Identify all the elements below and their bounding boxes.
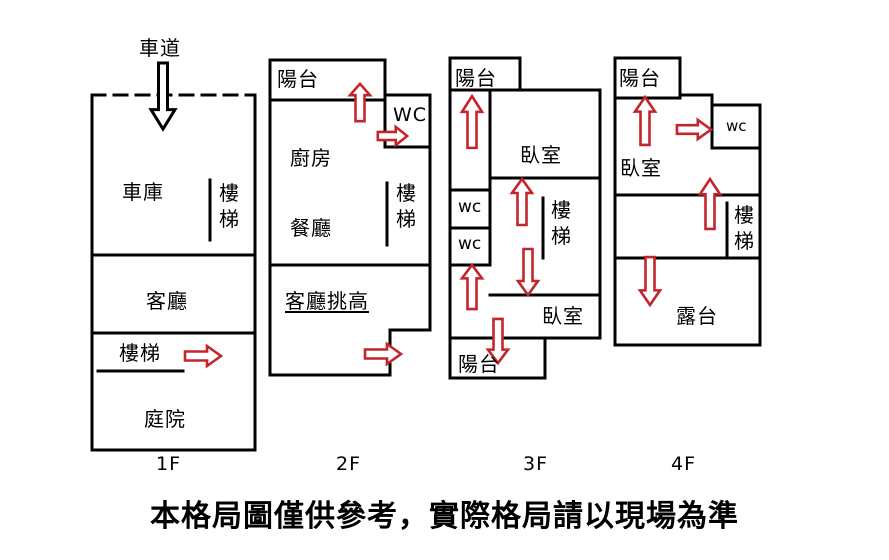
arrow-up-icon: [634, 96, 656, 146]
arrow-down-icon: [487, 318, 509, 364]
floor-4f-walls: [613, 56, 762, 347]
room-label-yard: 庭院: [144, 407, 186, 431]
room-label-wc: wc: [458, 234, 482, 254]
floor-label-3f: 3F: [523, 453, 549, 475]
room-label-balcony: 陽台: [458, 352, 500, 376]
arrow-up-icon: [511, 178, 533, 226]
arrow-right-icon: [364, 343, 402, 365]
room-label-stairs: 樓梯: [219, 181, 239, 231]
arrow-down-icon: [517, 248, 539, 296]
room-label-bedroom: 臥室: [542, 304, 584, 328]
room-label-balcony: 陽台: [619, 66, 661, 90]
room-label-bedroom: 臥室: [520, 143, 562, 167]
room-label-wc: wc: [726, 117, 747, 135]
room-label-living: 客廳: [146, 289, 188, 313]
room-label-wc: wc: [458, 197, 482, 217]
room-label-garage: 車庫: [122, 180, 164, 204]
room-label-dining: 餐廳: [290, 216, 332, 240]
room-label-wc: WC: [393, 104, 428, 126]
room-label-stairs: 樓梯: [734, 203, 754, 253]
floor-label-4f: 4F: [671, 453, 697, 475]
disclaimer-text: 本格局圖僅供參考，實際格局請以現場為準: [150, 499, 739, 534]
room-label-living-double-height: 客廳挑高: [285, 289, 369, 313]
room-label-balcony: 陽台: [455, 66, 497, 90]
arrow-right-icon: [676, 119, 712, 140]
floor-1f-walls: [90, 93, 257, 452]
arrow-up-icon: [349, 83, 371, 122]
floor-label-2f: 2F: [336, 453, 362, 475]
floor-2f-walls: [268, 58, 432, 377]
arrow-up-icon: [461, 95, 483, 149]
arrow-right-icon: [377, 126, 408, 146]
arrow-up-icon: [699, 178, 721, 230]
room-label-balcony: 陽台: [277, 67, 319, 91]
room-label-stairs: 樓梯: [396, 181, 416, 231]
room-label-stairs: 樓梯: [119, 341, 161, 365]
floor-label-1f: 1F: [156, 453, 182, 475]
room-label-stairs: 樓梯: [551, 198, 571, 248]
room-label-bedroom: 臥室: [620, 156, 662, 180]
arrow-right-icon: [184, 345, 222, 367]
driveway-label: 車道: [139, 36, 181, 60]
arrow-up-icon: [461, 264, 483, 310]
arrow-down-icon: [639, 256, 661, 306]
room-label-terrace: 露台: [676, 304, 718, 328]
room-label-kitchen: 廚房: [290, 146, 332, 170]
driveway-arrow-down-icon: [150, 62, 176, 130]
